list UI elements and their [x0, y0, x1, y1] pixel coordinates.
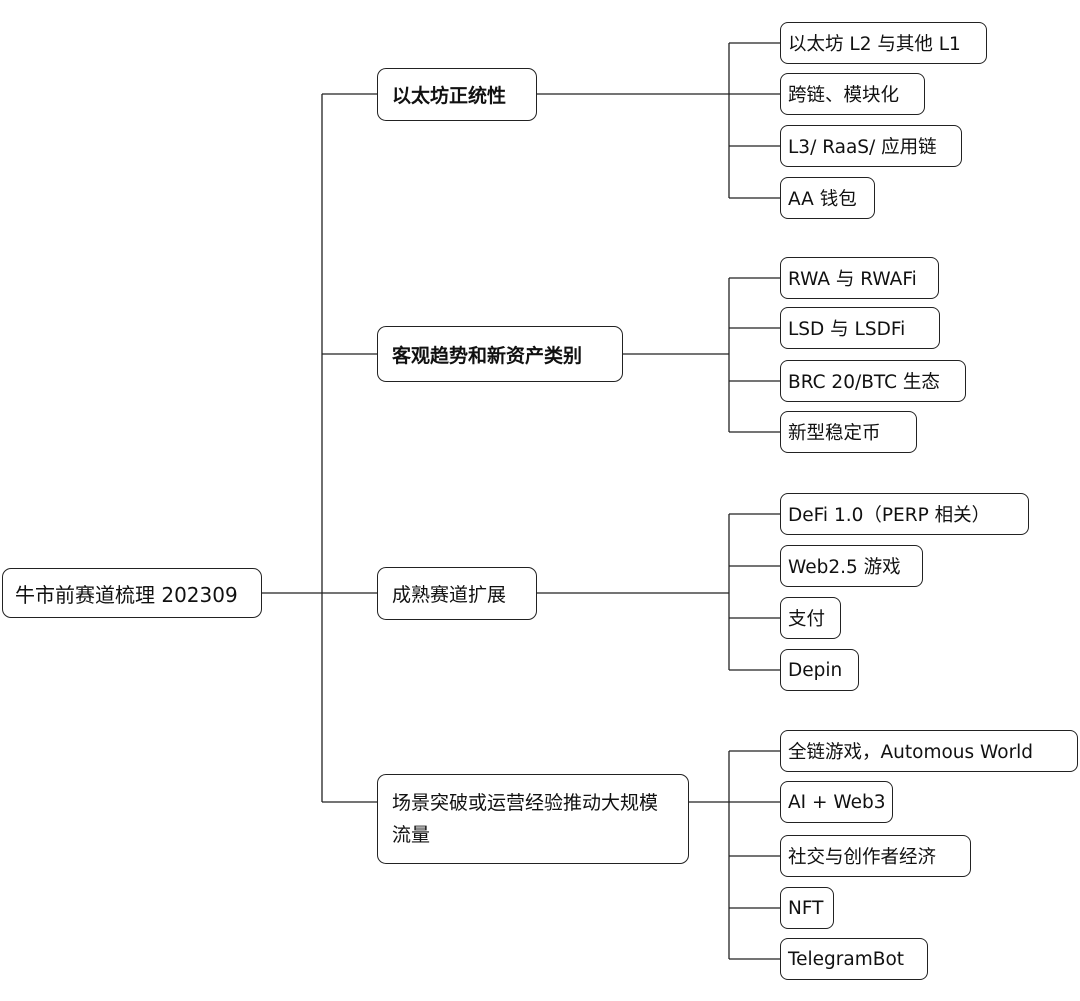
leaf-label: NFT [788, 897, 824, 919]
leaf-label: 支付 [788, 609, 826, 630]
leaf-label: RWA 与 RWAFi [788, 269, 917, 290]
leaf-node[interactable]: 支付 [780, 597, 841, 639]
leaf-node[interactable]: NFT [780, 887, 834, 929]
branch-node-objective-trends[interactable]: 客观趋势和新资产类别 [377, 326, 623, 382]
leaf-label: Depin [788, 659, 843, 681]
leaf-label: 新型稳定币 [788, 423, 881, 444]
leaf-node[interactable]: BRC 20/BTC 生态 [780, 360, 966, 402]
leaf-label: AI + Web3 [788, 791, 886, 813]
leaf-label: 跨链、模块化 [788, 85, 900, 106]
leaf-label: 社交与创作者经济 [788, 847, 937, 868]
root-node[interactable]: 牛市前赛道梳理 202309 [2, 568, 262, 618]
leaf-node[interactable]: RWA 与 RWAFi [780, 257, 939, 299]
leaf-node[interactable]: LSD 与 LSDFi [780, 307, 940, 349]
branch-node-mature-tracks[interactable]: 成熟赛道扩展 [377, 567, 537, 620]
leaf-node[interactable]: DeFi 1.0（PERP 相关） [780, 493, 1029, 535]
leaf-label: BRC 20/BTC 生态 [788, 372, 940, 393]
leaf-node[interactable]: 跨链、模块化 [780, 73, 925, 115]
branch-node-scenario-breakthrough[interactable]: 场景突破或运营经验推动大规模流量 [377, 774, 689, 864]
leaf-node[interactable]: TelegramBot [780, 938, 928, 980]
leaf-label: Web2.5 游戏 [788, 557, 901, 578]
leaf-label: LSD 与 LSDFi [788, 319, 906, 340]
branch-label: 客观趋势和新资产类别 [392, 344, 583, 367]
leaf-node[interactable]: Web2.5 游戏 [780, 545, 923, 587]
leaf-node[interactable]: AI + Web3 [780, 781, 893, 823]
leaf-label: DeFi 1.0（PERP 相关） [788, 505, 991, 526]
root-label: 牛市前赛道梳理 202309 [15, 582, 238, 607]
leaf-label: 全链游戏，Automous World [788, 742, 1034, 763]
leaf-node[interactable]: 全链游戏，Automous World [780, 730, 1078, 772]
leaf-label: L3/ RaaS/ 应用链 [788, 137, 937, 158]
leaf-node[interactable]: 社交与创作者经济 [780, 835, 971, 877]
branch-node-ethereum-orthodoxy[interactable]: 以太坊正统性 [377, 68, 537, 121]
leaf-node[interactable]: Depin [780, 649, 859, 691]
branch-label: 成熟赛道扩展 [392, 584, 507, 606]
leaf-node[interactable]: AA 钱包 [780, 177, 875, 219]
leaf-label: AA 钱包 [788, 189, 857, 210]
leaf-node[interactable]: 新型稳定币 [780, 411, 917, 453]
leaf-label: 以太坊 L2 与其他 L1 [788, 34, 961, 55]
leaf-node[interactable]: L3/ RaaS/ 应用链 [780, 125, 962, 167]
branch-label: 以太坊正统性 [392, 85, 507, 107]
leaf-node[interactable]: 以太坊 L2 与其他 L1 [780, 22, 987, 64]
leaf-label: TelegramBot [788, 948, 905, 970]
branch-label: 场景突破或运营经验推动大规模流量 [392, 792, 659, 846]
